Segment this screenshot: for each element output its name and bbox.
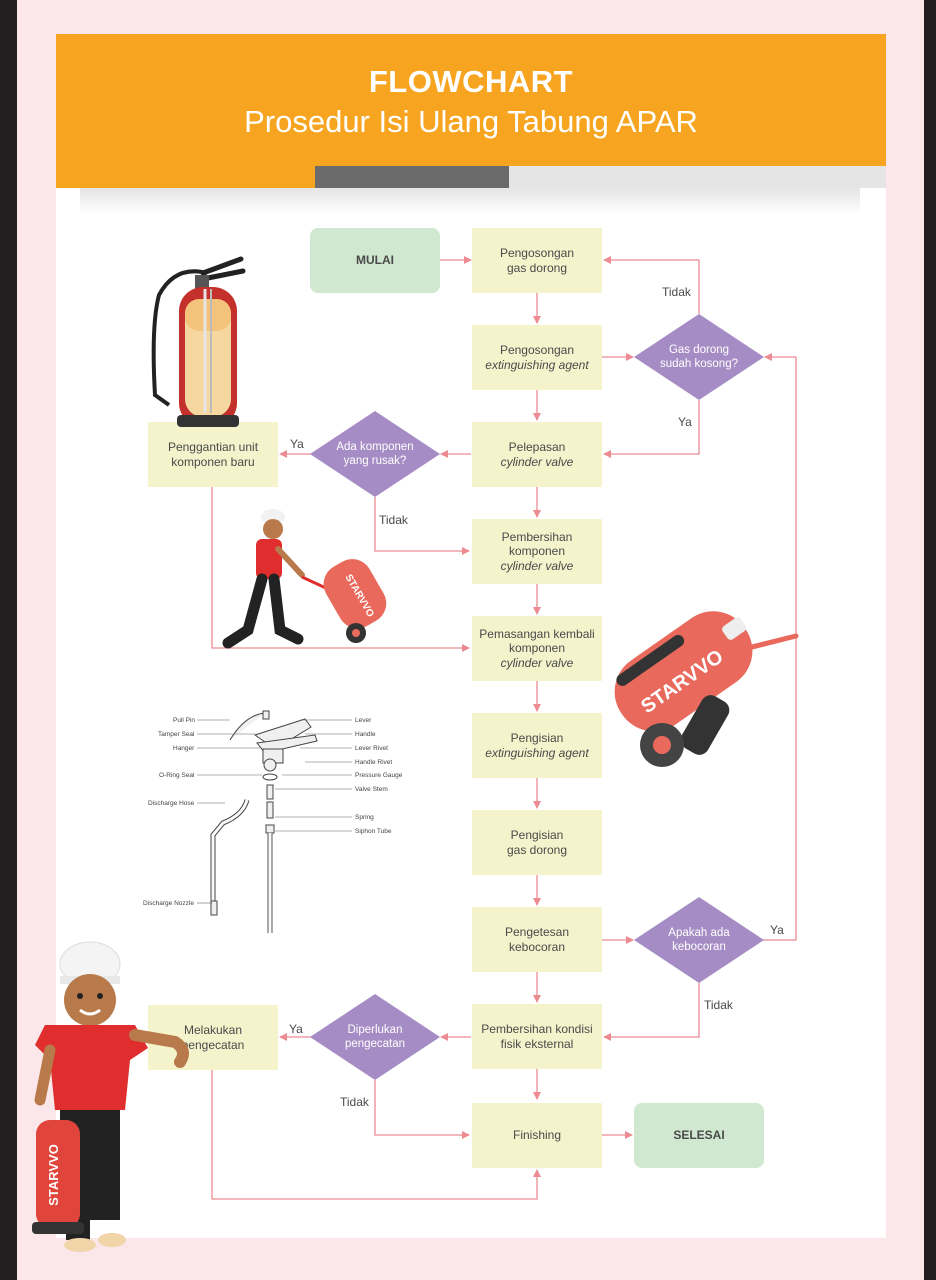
decision-painting-needed: Diperlukan pengecatan <box>310 994 440 1080</box>
decision-gas-empty: Gas dorong sudah kosong? <box>634 314 764 400</box>
header-banner: FLOWCHART Prosedur Isi Ulang Tabung APAR <box>56 34 886 166</box>
step-leak-test: Pengetesan kebocoran <box>472 907 602 972</box>
part-label: Discharge Nozzle <box>143 900 194 907</box>
decision-label: kebocoran <box>672 941 726 953</box>
part-label: Pull Pin <box>173 717 196 724</box>
step-label: pengecatan <box>181 1037 245 1052</box>
worker-pushing-extinguisher-illustration: STARVVO <box>222 509 387 649</box>
part-label: Spring <box>355 814 374 821</box>
step-label: Pengisian <box>510 731 564 745</box>
decision-damaged-component: Ada komponen yang rusak? <box>310 411 440 497</box>
decision-leak: Apakah ada kebocoran <box>634 897 764 983</box>
step-clean-valve: Pembersihan komponen cylinder valve <box>472 519 602 584</box>
step-label: fisik eksternal <box>500 1036 574 1051</box>
step-label: Melakukan <box>183 1023 243 1037</box>
decision-label: Gas dorong <box>668 344 730 356</box>
edge-label-d4-no: Tidak <box>340 1095 369 1109</box>
part-label: Handle Rivet <box>355 759 393 766</box>
step-label: kebocoran <box>508 939 566 954</box>
header-stripe-gray <box>315 166 509 188</box>
header-stripe-orange <box>56 166 315 188</box>
step-label: Finishing <box>512 1128 562 1143</box>
step-label: gas dorong <box>506 260 568 275</box>
step-reinstall-valve: Pemasangan kembali komponen cylinder val… <box>472 616 602 681</box>
step-label: cylinder valve <box>500 558 574 573</box>
edge-label-d2-no: Tidak <box>379 513 408 527</box>
step-remove-valve: Pelepasan cylinder valve <box>472 422 602 487</box>
step-fill-agent: Pengisian extinguishing agent <box>472 713 602 778</box>
valve-parts-diagram <box>210 710 318 933</box>
step-replace-components: Penggantian unit komponen baru <box>148 422 278 487</box>
part-label: Pressure Gauge <box>355 772 403 779</box>
step-label: Pengosongan <box>499 246 575 260</box>
end-label: SELESAI <box>673 1128 725 1143</box>
part-label: O-Ring Seal <box>159 772 195 779</box>
edge-label-d2-yes: Ya <box>290 437 304 451</box>
step-label: Pembersihan <box>501 529 573 544</box>
extinguisher-cutaway-illustration <box>151 256 246 427</box>
step-label: cylinder valve <box>500 454 574 469</box>
edge-label-d1-yes: Ya <box>678 415 692 429</box>
decision-label: Apakah ada <box>668 927 730 939</box>
decision-label: pengecatan <box>344 1038 406 1050</box>
decision-label: yang rusak? <box>343 455 407 467</box>
part-label: Valve Stem <box>355 786 388 793</box>
brand-label-mascot: STARVVO <box>46 1144 61 1206</box>
wheeled-extinguisher-illustration: STARVVO <box>614 611 799 767</box>
step-label: extinguishing agent <box>485 745 589 760</box>
part-label: Handle <box>355 731 376 738</box>
step-finishing: Finishing <box>472 1103 602 1168</box>
part-label: Discharge Hose <box>148 800 195 807</box>
step-label: cylinder valve <box>500 655 574 670</box>
step-label: Pemasangan kembali <box>479 626 595 641</box>
step-label: komponen baru <box>171 454 255 469</box>
decision-label: Ada komponen <box>336 441 414 453</box>
step-label: Pelepasan <box>508 440 566 454</box>
step-label: Penggantian unit <box>167 440 259 454</box>
step-label: Pengetesan <box>504 925 570 939</box>
decision-label: Diperlukan <box>347 1024 403 1036</box>
part-label: Hanger <box>173 745 195 752</box>
step-empty-gas: Pengosongan gas dorong <box>472 228 602 293</box>
header-title: FLOWCHART <box>368 64 574 99</box>
step-label: Pengisian <box>510 828 564 842</box>
step-label: komponen <box>508 544 566 559</box>
start-node: MULAI <box>310 228 440 293</box>
part-label: Tamper Seal <box>158 731 195 738</box>
step-label: Pembersihan kondisi <box>481 1022 593 1036</box>
step-label: Pengosongan <box>499 343 575 357</box>
end-node: SELESAI <box>634 1103 764 1168</box>
decision-label: sudah kosong? <box>659 358 738 370</box>
step-label: extinguishing agent <box>485 357 589 372</box>
header-shadow <box>80 188 860 214</box>
part-label: Lever <box>355 717 372 724</box>
part-label: Siphon Tube <box>355 828 392 835</box>
edge-label-d1-no: Tidak <box>662 285 691 299</box>
step-label: gas dorong <box>506 842 568 857</box>
step-clean-external: Pembersihan kondisi fisik eksternal <box>472 1004 602 1069</box>
step-fill-gas: Pengisian gas dorong <box>472 810 602 875</box>
edge-label-d3-no: Tidak <box>704 998 733 1012</box>
start-label: MULAI <box>356 253 394 268</box>
header-subtitle: Prosedur Isi Ulang Tabung APAR <box>244 104 698 139</box>
part-label: Lever Rivet <box>355 745 388 752</box>
header-stripe-light <box>509 166 886 188</box>
worker-mascot-illustration: STARVVO <box>32 941 190 1252</box>
edge-label-d4-yes: Ya <box>289 1022 303 1036</box>
step-label: komponen <box>508 641 566 656</box>
edge-label-d3-yes: Ya <box>770 923 784 937</box>
step-empty-agent: Pengosongan extinguishing agent <box>472 325 602 390</box>
